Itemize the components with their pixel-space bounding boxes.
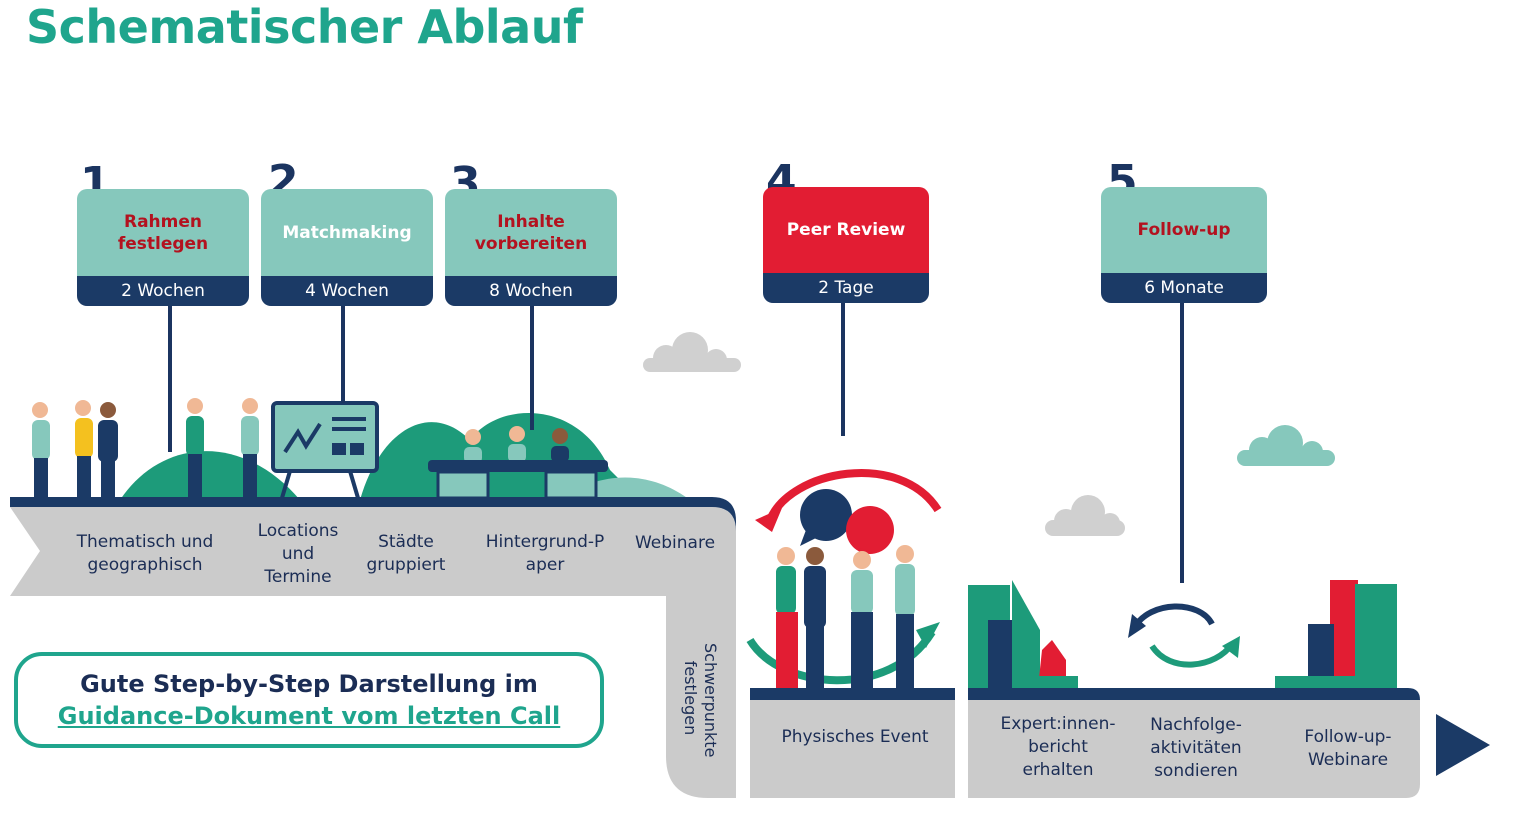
guidance-document-link[interactable]: Guidance-Dokument vom letzten Call [57,702,561,730]
activity-webinare: Webinare [634,533,716,553]
desk-illustration [428,426,608,500]
refresh-cycle-icon [1128,603,1240,668]
step-1-duration: 2 Wochen [77,276,249,306]
road-lower [968,700,1420,798]
presentation-board-illustration [241,398,379,499]
activity-staedte: Städte gruppiert [366,532,446,575]
step-1-label: Rahmen festlegen [77,189,249,276]
note-text: Gute Step-by-Step Darstellung im [80,670,538,698]
step-3-duration: 8 Wochen [445,276,617,306]
step-3-label: Inhalte vorbereiten [445,189,617,276]
cloud-icon [1237,425,1335,466]
step-1-card: Rahmen festlegen 2 Wochen [77,189,249,306]
hill-shape [120,412,690,500]
step-4-card: Peer Review 2 Tage [763,187,929,303]
page-title: Schematischer Ablauf [26,0,583,54]
road-upper [10,507,736,798]
people-illustration [32,398,204,498]
cloud-icon [643,332,741,372]
activity-locations: Locations und Termine [257,521,339,587]
step-5-connector [1180,303,1184,583]
step-5-label: Follow-up [1101,187,1267,273]
guidance-note-box: Gute Step-by-Step Darstellung im Guidanc… [14,652,604,748]
activity-thematisch: Thematisch und geographisch [76,532,214,575]
step-4-connector [841,303,845,436]
arrow-right-icon [1436,714,1490,776]
peer-review-event-illustration [746,469,942,688]
cloud-icon [1045,495,1125,536]
activity-bericht: Expert:innen-bericht erhalten [1000,714,1116,780]
step-5-card: Follow-up 6 Monate [1101,187,1267,303]
step-2-label: Matchmaking [261,189,433,276]
city-buildings-illustration [968,580,1397,688]
activity-physisch: Physisches Event [781,727,929,747]
step-1-connector [168,306,172,452]
activity-hintergrund: Hintergrund-Paper [485,532,605,575]
step-2-card: Matchmaking 4 Wochen [261,189,433,306]
step-2-connector [341,306,345,403]
activity-schwerpunkte-container: Schwerpunkte festlegen [672,628,728,768]
step-2-duration: 4 Wochen [261,276,433,306]
step-5-duration: 6 Monate [1101,273,1267,303]
step-3-card: Inhalte vorbereiten 8 Wochen [445,189,617,306]
step-4-label: Peer Review [763,187,929,273]
step-4-duration: 2 Tage [763,273,929,303]
activity-followup-webinare: Follow-up-Webinare [1304,727,1392,770]
activity-nachfolge: Nachfolge-aktivitäten sondieren [1150,715,1242,781]
road-event [750,700,955,798]
step-3-connector [530,306,534,430]
activity-schwerpunkte: Schwerpunkte festlegen [681,643,720,758]
